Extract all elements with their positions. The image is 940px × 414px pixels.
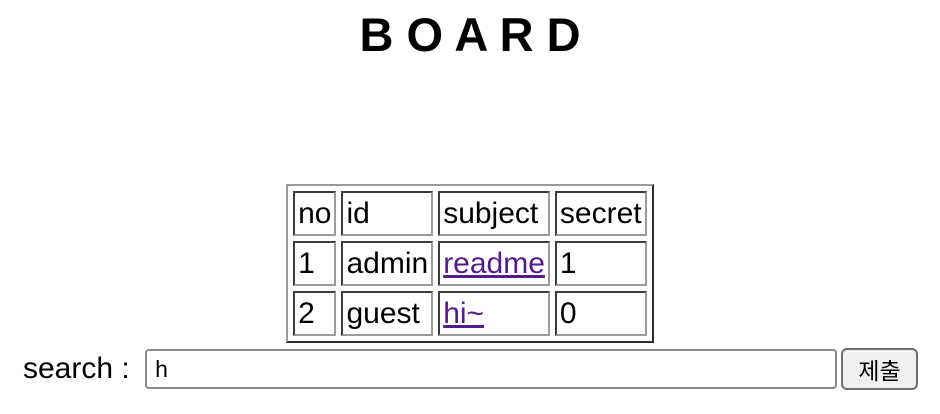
subject-link-hi[interactable]: hi~	[443, 297, 485, 330]
subject-link-readme[interactable]: readme	[443, 247, 545, 280]
header-subject: subject	[438, 191, 550, 236]
cell-id: admin	[341, 241, 434, 286]
cell-secret: 1	[554, 241, 647, 286]
table-header-row: no id subject secret	[293, 191, 647, 236]
header-id: id	[341, 191, 434, 236]
search-input[interactable]	[145, 349, 838, 389]
header-secret: secret	[554, 191, 647, 236]
search-form: search : 제출	[0, 348, 940, 390]
board-table: no id subject secret 1 admin readme 1 2 …	[286, 184, 654, 343]
table-row: 2 guest hi~ 0	[293, 291, 647, 336]
page-title: B O A R D	[359, 8, 581, 61]
cell-subject: readme	[438, 241, 550, 286]
table-row: 1 admin readme 1	[293, 241, 647, 286]
cell-id: guest	[341, 291, 434, 336]
header-no: no	[293, 191, 337, 236]
cell-no: 2	[293, 291, 337, 336]
cell-secret: 0	[554, 291, 647, 336]
cell-subject: hi~	[438, 291, 550, 336]
cell-no: 1	[293, 241, 337, 286]
search-label: search :	[23, 352, 139, 385]
submit-button[interactable]: 제출	[841, 348, 919, 390]
